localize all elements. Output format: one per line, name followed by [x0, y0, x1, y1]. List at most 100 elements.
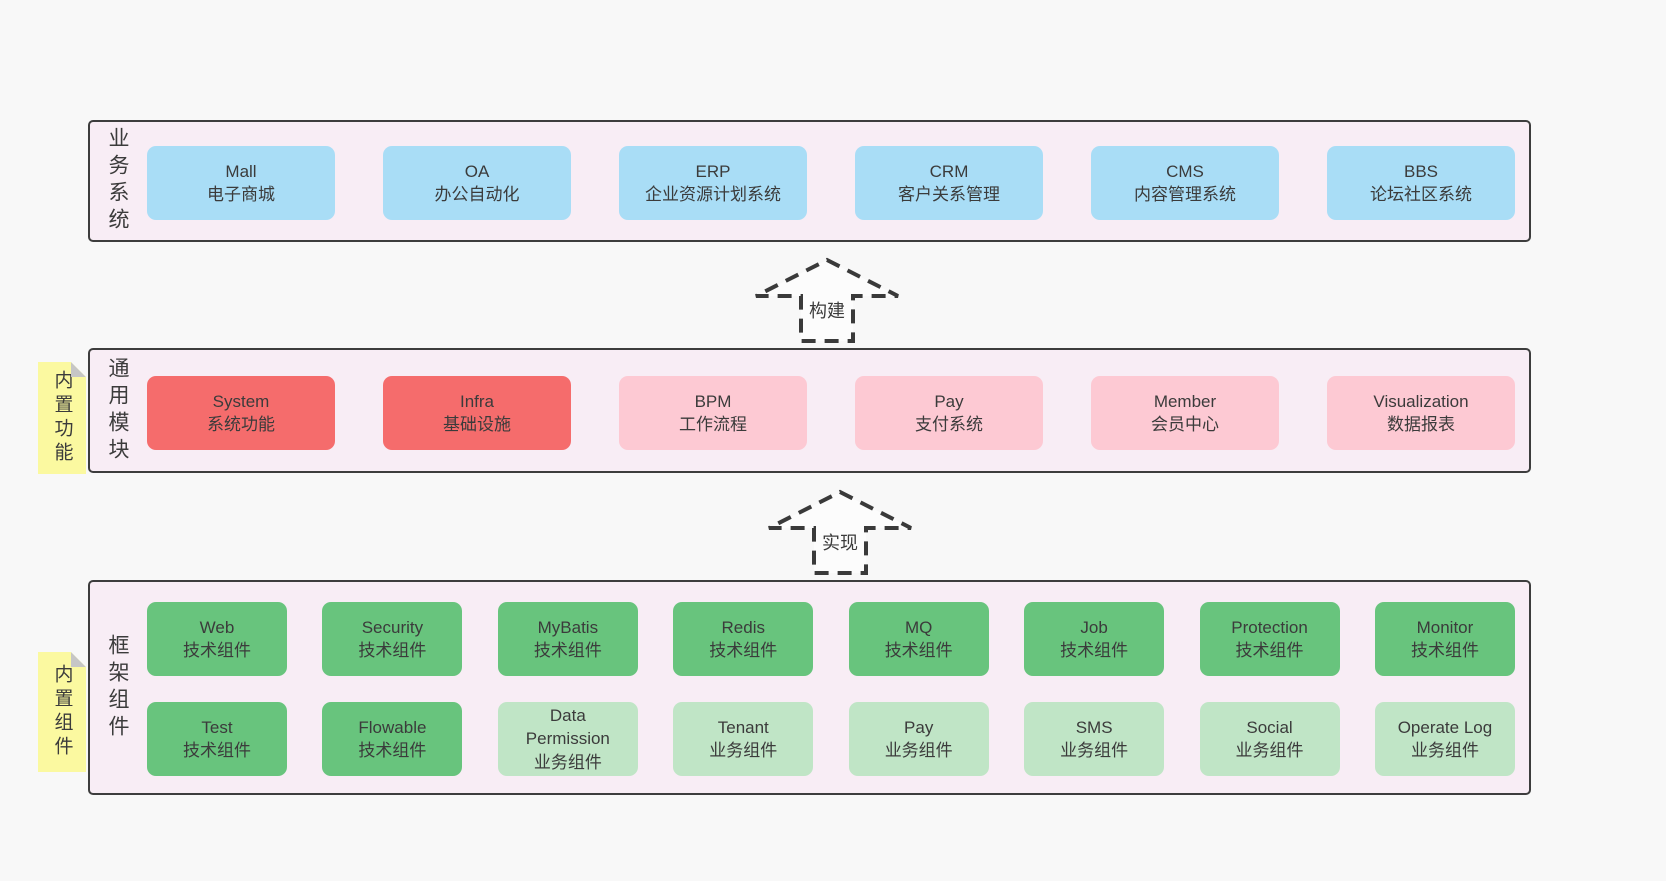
- arrow-label-backdrop: [817, 530, 863, 556]
- box-security-en: Security: [361, 617, 424, 637]
- box-monitor: Monitor 技术组件: [1374, 602, 1515, 676]
- box-web-zh: 技术组件: [183, 641, 251, 660]
- sticky-label-built-in-components: 内置组件: [51, 664, 73, 760]
- box-pay-component-en: Pay: [904, 717, 934, 737]
- box-sms: SMS 业务组件: [1024, 702, 1165, 776]
- box-sms-zh: 业务组件: [1060, 741, 1129, 760]
- box-bbs: BBS 论坛社区系统: [1327, 146, 1515, 220]
- box-tenant-en: Tenant: [717, 717, 769, 737]
- box-visualization: Visualization 数据报表: [1327, 376, 1515, 450]
- box-test-en: Test: [201, 717, 233, 737]
- box-protection: Protection 技术组件: [1199, 602, 1340, 676]
- section-label-business-systems: 业务系统: [106, 127, 129, 235]
- box-pay-component-zh: 业务组件: [884, 741, 953, 760]
- box-tenant: Tenant 业务组件: [673, 702, 814, 776]
- box-flowable-en: Flowable: [358, 717, 427, 737]
- box-data-permission-zh: 业务组件: [533, 752, 602, 772]
- box-test-zh: 技术组件: [183, 741, 251, 760]
- box-mq-en: MQ: [904, 617, 933, 637]
- box-pay-module-en: Pay: [934, 391, 964, 411]
- box-infra-zh: 基础设施: [443, 415, 511, 434]
- box-infra-en: Infra: [459, 391, 495, 411]
- box-job-en: Job: [1080, 617, 1108, 637]
- box-system: System 系统功能: [147, 376, 335, 450]
- box-operate-log: Operate Log 业务组件: [1374, 702, 1515, 776]
- box-social-zh: 业务组件: [1235, 741, 1304, 760]
- box-mq-zh: 技术组件: [884, 641, 953, 660]
- sticky-note-built-in-components: 内置组件: [38, 652, 86, 772]
- box-test: Test 技术组件: [147, 702, 287, 776]
- box-system-zh: 系统功能: [207, 415, 275, 434]
- build-arrow: 构建: [752, 256, 902, 344]
- box-bpm-en: BPM: [694, 391, 732, 411]
- box-operate-log-en: Operate Log: [1397, 717, 1493, 737]
- box-cms: CMS 内容管理系统: [1091, 146, 1279, 220]
- common-modules-row: System 系统功能 Infra 基础设施 BPM 工作流程 Pay 支付系统…: [147, 376, 1515, 450]
- box-mall-zh: 电子商城: [207, 185, 275, 204]
- box-tenant-zh: 业务组件: [709, 741, 778, 760]
- box-monitor-en: Monitor: [1416, 617, 1474, 637]
- box-system-en: System: [212, 391, 270, 411]
- up-arrow-icon: 实现: [768, 489, 912, 575]
- section-common-modules: 通用模块 System 系统功能 Infra 基础设施 BPM 工作流程 Pay…: [88, 348, 1531, 473]
- arrow-label-backdrop: [804, 298, 850, 324]
- box-monitor-zh: 技术组件: [1410, 641, 1479, 660]
- box-infra: Infra 基础设施: [383, 376, 571, 450]
- box-erp-zh: 企业资源计划系统: [645, 185, 781, 204]
- box-redis-en: Redis: [721, 617, 765, 637]
- box-pay-module-zh: 支付系统: [915, 415, 983, 434]
- box-member: Member 会员中心: [1091, 376, 1279, 450]
- section-label-framework-components: 框架组件: [106, 633, 129, 742]
- box-mybatis-en: MyBatis: [537, 617, 599, 637]
- box-data-permission-en: Data Permission: [525, 705, 610, 749]
- box-visualization-en: Visualization: [1373, 391, 1469, 411]
- box-mall: Mall 电子商城: [147, 146, 335, 220]
- box-oa: OA 办公自动化: [383, 146, 571, 220]
- framework-components-row-2: Test 技术组件 Flowable 技术组件 Data Permission …: [147, 702, 1515, 776]
- box-visualization-zh: 数据报表: [1387, 415, 1455, 434]
- framework-components-row-1: Web 技术组件 Security 技术组件 MyBatis 技术组件 Redi…: [147, 602, 1515, 676]
- implement-arrow-label: 实现: [822, 533, 858, 553]
- box-operate-log-zh: 业务组件: [1410, 741, 1479, 760]
- section-business-systems: 业务系统 Mall 电子商城 OA 办公自动化 ERP 企业资源计划系统 CRM…: [88, 120, 1531, 242]
- box-oa-zh: 办公自动化: [434, 185, 520, 204]
- box-mq: MQ 技术组件: [848, 602, 989, 676]
- box-web: Web 技术组件: [147, 602, 287, 676]
- box-crm-zh: 客户关系管理: [898, 185, 1000, 204]
- box-bpm-zh: 工作流程: [679, 415, 747, 434]
- sticky-label-built-in-features: 内置功能: [51, 370, 73, 466]
- box-security: Security 技术组件: [322, 602, 463, 676]
- sticky-fold-icon: [71, 362, 86, 377]
- box-protection-zh: 技术组件: [1235, 641, 1304, 660]
- business-systems-row: Mall 电子商城 OA 办公自动化 ERP 企业资源计划系统 CRM 客户关系…: [147, 146, 1515, 220]
- sticky-fold-icon: [71, 652, 86, 667]
- box-job-zh: 技术组件: [1060, 641, 1129, 660]
- box-bbs-en: BBS: [1403, 161, 1439, 181]
- box-pay-module: Pay 支付系统: [855, 376, 1043, 450]
- box-job: Job 技术组件: [1024, 602, 1165, 676]
- box-redis-zh: 技术组件: [709, 641, 778, 660]
- up-arrow-icon: 构建: [755, 257, 899, 343]
- box-social-en: Social: [1246, 717, 1293, 737]
- box-erp-en: ERP: [695, 161, 731, 181]
- box-data-permission: Data Permission 业务组件: [497, 702, 638, 776]
- box-redis: Redis 技术组件: [673, 602, 814, 676]
- box-protection-en: Protection: [1231, 617, 1308, 637]
- box-bpm: BPM 工作流程: [619, 376, 807, 450]
- box-mybatis-zh: 技术组件: [533, 641, 602, 660]
- box-security-zh: 技术组件: [358, 641, 427, 660]
- box-crm: CRM 客户关系管理: [855, 146, 1043, 220]
- box-mybatis: MyBatis 技术组件: [497, 602, 638, 676]
- section-framework-components: 框架组件 Web 技术组件 Security 技术组件 MyBatis 技术组件…: [88, 580, 1531, 795]
- box-sms-en: SMS: [1075, 717, 1113, 737]
- box-cms-en: CMS: [1166, 161, 1204, 181]
- box-member-zh: 会员中心: [1151, 415, 1219, 434]
- box-flowable: Flowable 技术组件: [322, 702, 463, 776]
- box-crm-en: CRM: [929, 161, 969, 181]
- box-flowable-zh: 技术组件: [358, 741, 427, 760]
- sticky-note-built-in-features: 内置功能: [38, 362, 86, 474]
- box-mall-en: Mall: [225, 161, 257, 181]
- box-cms-zh: 内容管理系统: [1134, 185, 1236, 204]
- box-web-en: Web: [199, 617, 235, 637]
- implement-arrow: 实现: [765, 488, 915, 576]
